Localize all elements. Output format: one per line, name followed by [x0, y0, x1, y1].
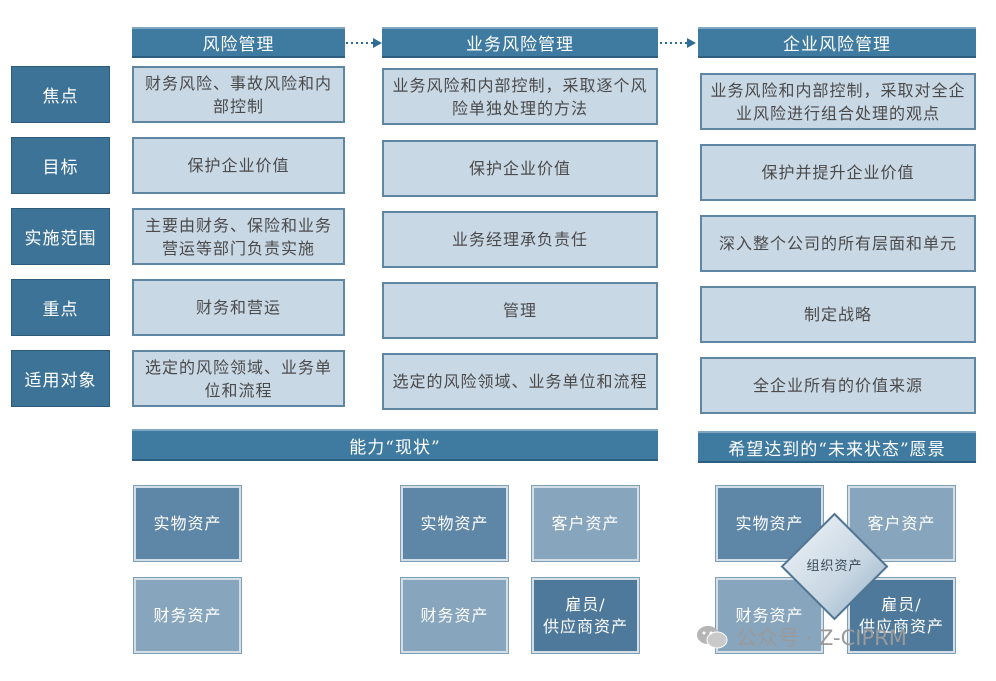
- column-header-business: 业务风险管理: [382, 27, 658, 58]
- cell-risk-emphasis-text: 财务和营运: [195, 298, 281, 317]
- asset-employee-business-line2: 供应商资产: [542, 616, 628, 636]
- cell-business-scope-text: 业务经理承负责任: [451, 230, 588, 249]
- asset-employee-business: 雇员/ 供应商资产: [531, 577, 640, 654]
- asset-employee-enterprise-line2: 供应商资产: [858, 616, 944, 636]
- asset-customer-business-label: 客户资产: [551, 513, 620, 533]
- column-header-risk: 风险管理: [132, 27, 345, 58]
- asset-physical-risk-label: 实物资产: [153, 513, 222, 533]
- cell-risk-focus: 财务风险、事故风险和内部控制: [132, 66, 345, 123]
- cell-risk-emphasis: 财务和营运: [132, 279, 345, 336]
- column-header-risk-label: 风险管理: [202, 35, 275, 55]
- cell-business-target-text: 选定的风险领域、业务单位和流程: [392, 372, 648, 391]
- cell-enterprise-scope: 深入整个公司的所有层面和单元: [700, 215, 976, 272]
- watermark-text: 公众号 · Z-CIPRM: [736, 626, 907, 650]
- asset-employee-enterprise: 雇员/ 供应商资产: [847, 577, 956, 654]
- cell-enterprise-target-text: 全企业所有的价值来源: [752, 376, 923, 395]
- organization-asset-label: 组织资产: [806, 559, 863, 574]
- cell-risk-goal: 保护企业价值: [132, 137, 345, 194]
- row-label-goal-text: 目标: [42, 158, 79, 178]
- asset-physical-business: 实物资产: [400, 485, 509, 562]
- cell-enterprise-scope-text: 深入整个公司的所有层面和单元: [718, 234, 957, 253]
- arrow-risk-to-business: [346, 38, 382, 48]
- column-header-enterprise: 企业风险管理: [698, 27, 976, 58]
- asset-employee-enterprise-line1: 雇员/: [881, 594, 922, 614]
- asset-financial-enterprise-label: 财务资产: [735, 605, 804, 625]
- cell-enterprise-target: 全企业所有的价值来源: [700, 357, 976, 414]
- asset-physical-risk: 实物资产: [133, 485, 242, 562]
- asset-customer-enterprise-label: 客户资产: [867, 513, 936, 533]
- cell-risk-scope-text: 主要由财务、保险和业务营运等部门负责实施: [144, 215, 332, 258]
- row-label-emphasis-text: 重点: [42, 300, 79, 320]
- cell-business-goal: 保护企业价值: [382, 140, 658, 197]
- column-header-business-label: 业务风险管理: [466, 35, 574, 55]
- cell-business-emphasis: 管理: [382, 282, 658, 339]
- cell-enterprise-goal-text: 保护并提升企业价值: [761, 163, 915, 182]
- cell-risk-focus-text: 财务风险、事故风险和内部控制: [144, 73, 332, 116]
- row-label-target: 适用对象: [11, 350, 110, 407]
- band-current-state-label: 能力“现状”: [349, 437, 441, 458]
- row-label-scope: 实施范围: [11, 208, 110, 265]
- cell-business-emphasis-text: 管理: [502, 301, 537, 320]
- asset-customer-business: 客户资产: [531, 485, 640, 562]
- band-future-state: 希望达到的“未来状态”愿景: [698, 431, 976, 463]
- cell-business-goal-text: 保护企业价值: [468, 159, 571, 178]
- asset-employee-business-line1: 雇员/: [565, 594, 606, 614]
- wechat-icon: [697, 626, 728, 649]
- cell-enterprise-focus-text: 业务风险和内部控制，采取对全企业风险进行组合处理的观点: [710, 80, 966, 123]
- cell-risk-goal-text: 保护企业价值: [187, 156, 290, 175]
- cell-enterprise-goal: 保护并提升企业价值: [700, 144, 976, 201]
- band-future-state-label: 希望达到的“未来状态”愿景: [728, 439, 946, 460]
- cell-business-focus-text: 业务风险和内部控制，采取逐个风险单独处理的方法: [392, 75, 648, 118]
- asset-financial-risk-label: 财务资产: [153, 605, 222, 625]
- row-label-target-text: 适用对象: [24, 371, 97, 391]
- watermark: 公众号 · Z-CIPRM: [696, 622, 907, 652]
- cell-risk-target-text: 选定的风险领域、业务单位和流程: [144, 357, 332, 400]
- cell-enterprise-emphasis-text: 制定战略: [803, 305, 872, 324]
- row-label-scope-text: 实施范围: [24, 229, 97, 249]
- organization-asset-diamond: [780, 512, 889, 621]
- asset-physical-enterprise: 实物资产: [715, 485, 824, 562]
- cell-business-focus: 业务风险和内部控制，采取逐个风险单独处理的方法: [382, 68, 658, 125]
- cell-risk-target: 选定的风险领域、业务单位和流程: [132, 350, 345, 407]
- row-label-goal: 目标: [11, 137, 110, 194]
- asset-financial-enterprise: 财务资产: [715, 577, 824, 654]
- asset-physical-enterprise-label: 实物资产: [735, 513, 804, 533]
- cell-risk-scope: 主要由财务、保险和业务营运等部门负责实施: [132, 208, 345, 265]
- row-label-emphasis: 重点: [11, 279, 110, 336]
- asset-physical-business-label: 实物资产: [420, 513, 489, 533]
- row-label-focus-text: 焦点: [42, 87, 79, 107]
- cell-enterprise-focus: 业务风险和内部控制，采取对全企业风险进行组合处理的观点: [700, 73, 976, 130]
- cell-enterprise-emphasis: 制定战略: [700, 286, 976, 343]
- column-header-enterprise-label: 企业风险管理: [783, 35, 891, 55]
- asset-financial-business-label: 财务资产: [420, 605, 489, 625]
- asset-financial-business: 财务资产: [400, 577, 509, 654]
- arrow-business-to-enterprise: [660, 38, 696, 48]
- cell-business-target: 选定的风险领域、业务单位和流程: [382, 353, 658, 410]
- asset-financial-risk: 财务资产: [133, 577, 242, 654]
- row-label-focus: 焦点: [11, 66, 110, 123]
- band-current-state: 能力“现状”: [132, 429, 658, 461]
- cell-business-scope: 业务经理承负责任: [382, 211, 658, 268]
